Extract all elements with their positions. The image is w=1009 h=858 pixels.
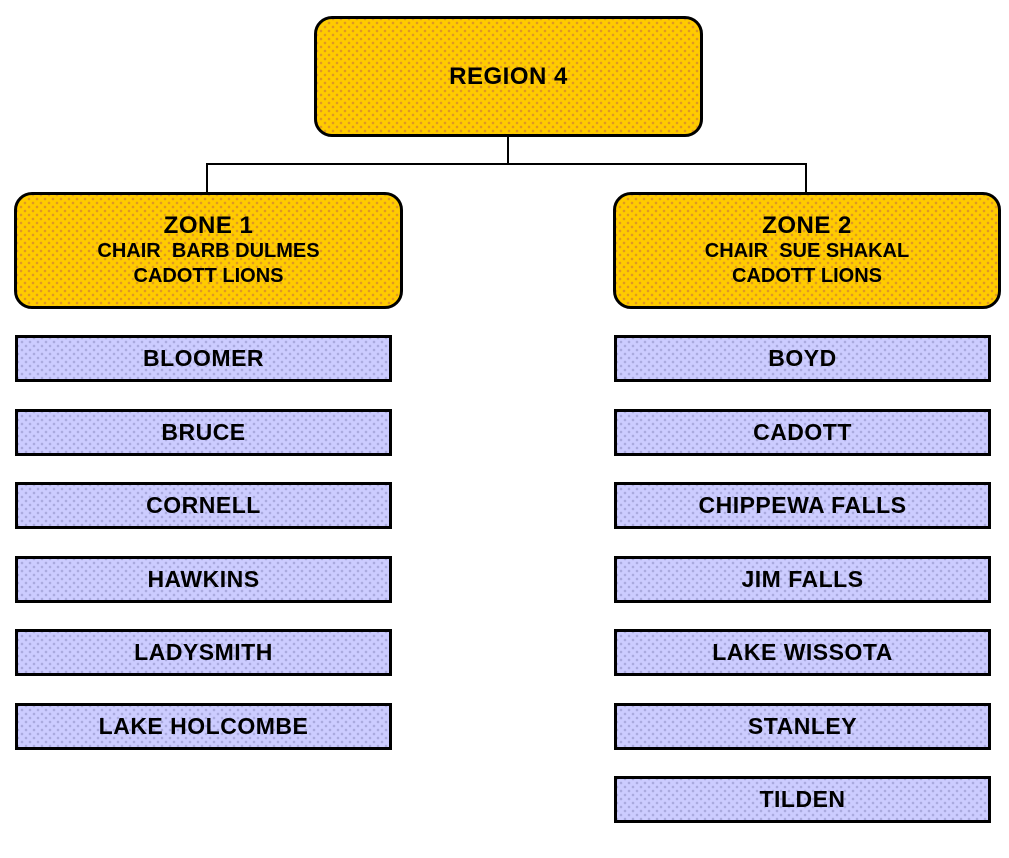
zone1-chair: CHAIR BARB DULMES [97,240,320,262]
zone1-node: ZONE 1 CHAIR BARB DULMES CADOTT LIONS [14,192,403,309]
member-box-chippewa-falls: CHIPPEWA FALLS [614,482,991,529]
zone1-title: ZONE 1 [163,212,254,239]
connector-stem [507,137,509,165]
zone2-club: CADOTT LIONS [732,265,882,287]
member-box-bloomer: BLOOMER [15,335,392,382]
member-box-cornell: CORNELL [15,482,392,529]
member-box-jim-falls: JIM FALLS [614,555,991,603]
connector-crossbar [206,163,807,165]
connector-drop-zone1 [206,163,208,193]
member-box-cadott: CADOTT [614,408,991,456]
zone2-node: ZONE 2 CHAIR SUE SHAKAL CADOTT LIONS [613,192,1001,309]
member-box-boyd: BOYD [614,335,991,382]
member-box-ladysmith: LADYSMITH [15,629,392,676]
member-box-stanley: STANLEY [614,702,991,750]
zone2-chair: CHAIR SUE SHAKAL [704,240,910,262]
member-box-lake-wissota: LAKE WISSOTA [614,629,991,676]
zone2-member-list: BOYD CADOTT CHIPPEWA FALLS JIM FALLS LAK… [614,335,991,823]
connector-drop-zone2 [805,163,807,193]
member-box-tilden: TILDEN [614,776,991,823]
zone1-club: CADOTT LIONS [133,265,284,287]
zone1-member-list: BLOOMER BRUCE CORNELL HAWKINS LADYSMITH … [15,335,392,750]
member-box-bruce: BRUCE [15,408,392,456]
region-node: REGION 4 [314,16,703,137]
member-box-lake-holcombe: LAKE HOLCOMBE [15,702,392,750]
member-box-hawkins: HAWKINS [15,555,392,603]
region-label: REGION 4 [449,63,568,90]
zone2-title: ZONE 2 [762,212,852,239]
